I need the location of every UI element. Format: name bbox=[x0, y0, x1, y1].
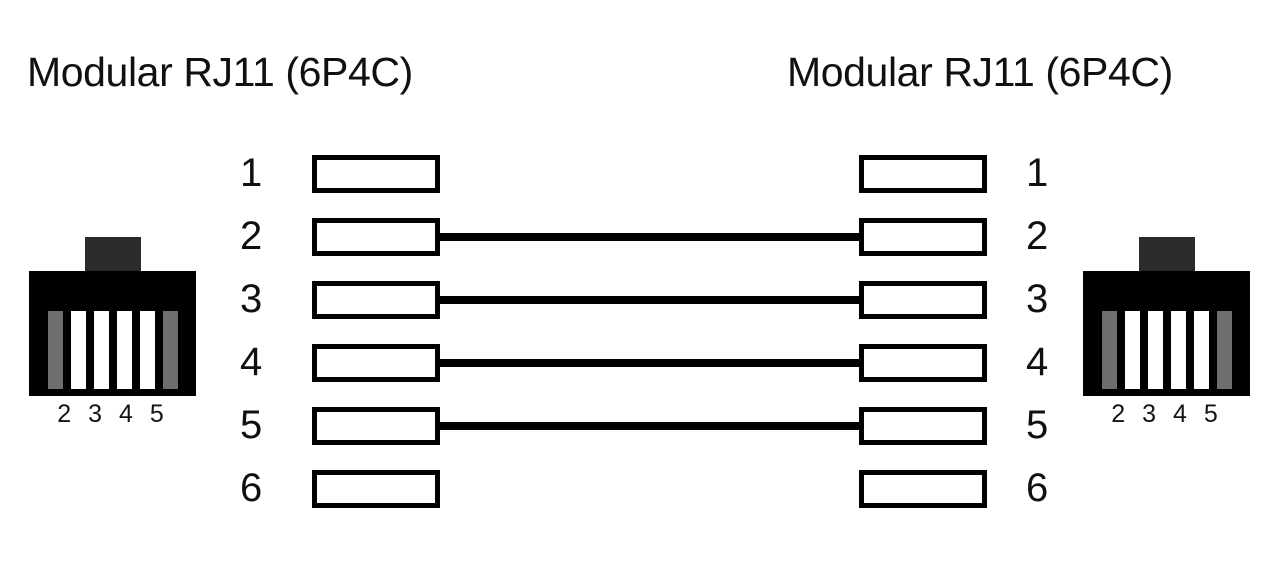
left-jack-contact-4 bbox=[117, 311, 132, 389]
left-jack-contact-5 bbox=[140, 311, 155, 389]
right-pin-number-1: 1 bbox=[1026, 151, 1049, 195]
right-jack-contact-4 bbox=[1171, 311, 1186, 389]
right-jack-illustration: 2 3 4 5 bbox=[1083, 237, 1251, 428]
right-pin-number-5: 5 bbox=[1026, 403, 1049, 447]
left-pin-box-2[interactable] bbox=[312, 218, 440, 256]
left-pin-number-2: 2 bbox=[240, 214, 263, 258]
right-pin-box-5[interactable] bbox=[859, 407, 987, 445]
left-pin-number-5: 5 bbox=[240, 403, 263, 447]
wire-3-to-3 bbox=[440, 296, 860, 304]
left-pin-box-3[interactable] bbox=[312, 281, 440, 319]
right-pin-number-2: 2 bbox=[1026, 214, 1049, 258]
left-jack-latch-tab bbox=[85, 237, 141, 273]
wire-2-to-2 bbox=[440, 233, 860, 241]
left-pin-box-1[interactable] bbox=[312, 155, 440, 193]
right-pin-number-3: 3 bbox=[1026, 277, 1049, 321]
left-jack-contacts bbox=[48, 311, 178, 389]
left-pin-box-6[interactable] bbox=[312, 470, 440, 508]
left-jack-contact-6 bbox=[163, 311, 178, 389]
right-pin-number-4: 4 bbox=[1026, 340, 1049, 384]
left-jack-contact-labels: 2 3 4 5 bbox=[57, 400, 169, 428]
right-jack-contact-1 bbox=[1102, 311, 1117, 389]
left-jack-illustration: 2 3 4 5 bbox=[29, 237, 197, 428]
left-pin-number-4: 4 bbox=[240, 340, 263, 384]
left-pin-box-4[interactable] bbox=[312, 344, 440, 382]
left-connector-title: Modular RJ11 (6P4C) bbox=[27, 49, 413, 95]
wire-4-to-4 bbox=[440, 359, 860, 367]
right-jack-contact-3 bbox=[1148, 311, 1163, 389]
right-jack-contacts bbox=[1102, 311, 1232, 389]
right-jack-contact-6 bbox=[1217, 311, 1232, 389]
right-pin-box-1[interactable] bbox=[859, 155, 987, 193]
right-connector-title: Modular RJ11 (6P4C) bbox=[787, 49, 1173, 95]
right-jack-contact-2 bbox=[1125, 311, 1140, 389]
left-pin-box-5[interactable] bbox=[312, 407, 440, 445]
left-jack-contact-1 bbox=[48, 311, 63, 389]
right-pin-box-3[interactable] bbox=[859, 281, 987, 319]
right-pin-box-2[interactable] bbox=[859, 218, 987, 256]
left-jack-contact-3 bbox=[94, 311, 109, 389]
wire-5-to-5 bbox=[440, 422, 860, 430]
right-jack-contact-5 bbox=[1194, 311, 1209, 389]
left-pin-number-6: 6 bbox=[240, 466, 263, 510]
left-jack-contact-2 bbox=[71, 311, 86, 389]
left-pin-number-3: 3 bbox=[240, 277, 263, 321]
left-pin-number-1: 1 bbox=[240, 151, 263, 195]
right-jack-contact-labels: 2 3 4 5 bbox=[1111, 400, 1223, 428]
right-pin-number-6: 6 bbox=[1026, 466, 1049, 510]
right-pin-box-6[interactable] bbox=[859, 470, 987, 508]
right-jack-latch-tab bbox=[1139, 237, 1195, 273]
right-pin-box-4[interactable] bbox=[859, 344, 987, 382]
